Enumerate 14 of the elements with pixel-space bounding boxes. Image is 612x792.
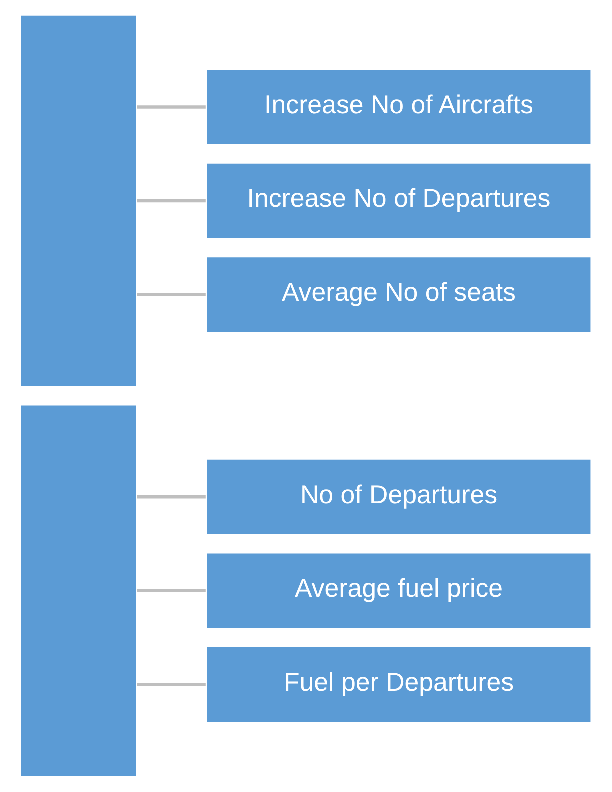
node-box: Average fuel price	[206, 552, 592, 630]
connector	[137, 106, 206, 109]
node-box: Average No of seats	[206, 256, 592, 334]
node-box: No of Departures	[206, 458, 592, 536]
node-bar	[20, 14, 138, 388]
connector	[137, 293, 206, 296]
node-bar	[20, 404, 138, 778]
connector	[137, 589, 206, 593]
node-box: Increase No of Departures	[206, 162, 592, 240]
connector	[137, 683, 206, 686]
node-box: Increase No of Aircrafts	[206, 68, 592, 146]
connector	[137, 199, 206, 203]
connector	[137, 496, 206, 499]
node-box: Fuel per Departures	[206, 646, 592, 724]
